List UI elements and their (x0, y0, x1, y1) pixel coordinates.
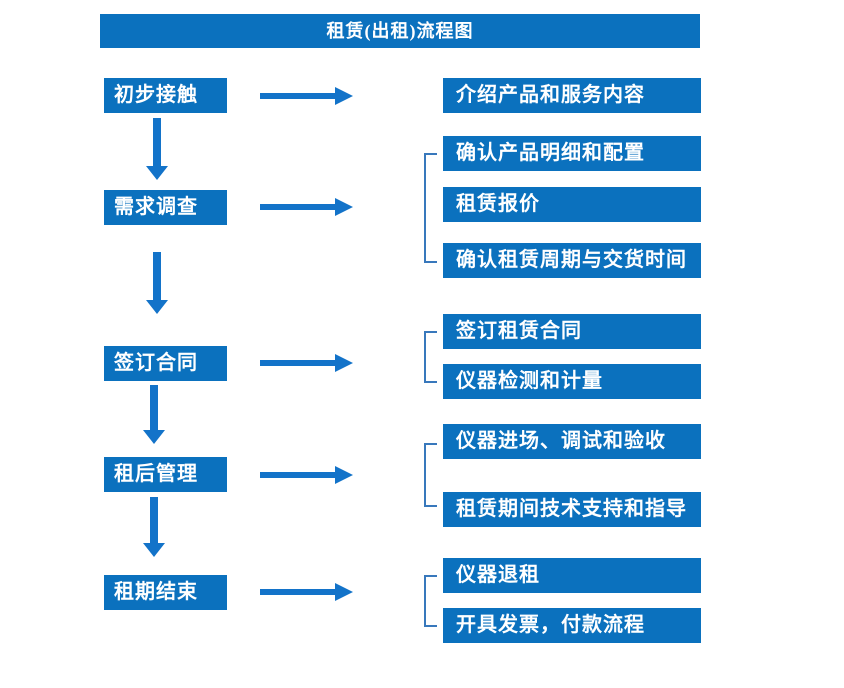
right-arrow-icon (260, 354, 353, 372)
down-arrow-icon (146, 252, 168, 314)
down-arrow-icon (143, 497, 165, 557)
detail-invoice-payment: 开具发票，付款流程 (443, 608, 701, 643)
detail-confirm-product-config: 确认产品明细和配置 (443, 136, 701, 171)
step-sign-contract: 签订合同 (104, 346, 227, 381)
detail-instrument-entry-acceptance: 仪器进场、调试和验收 (443, 424, 701, 459)
detail-technical-support: 租赁期间技术支持和指导 (443, 492, 701, 527)
group-bracket (424, 575, 437, 627)
group-bracket (424, 153, 437, 263)
detail-confirm-period-delivery: 确认租赁周期与交货时间 (443, 243, 701, 278)
step-post-rental-management: 租后管理 (104, 457, 227, 492)
right-arrow-icon (260, 87, 353, 105)
step-initial-contact: 初步接触 (104, 78, 227, 113)
right-arrow-icon (260, 466, 353, 484)
step-demand-survey: 需求调查 (104, 190, 227, 225)
flowchart-title: 租赁(出租)流程图 (100, 14, 700, 48)
step-rental-end: 租期结束 (104, 575, 227, 610)
right-arrow-icon (260, 583, 353, 601)
down-arrow-icon (143, 385, 165, 444)
right-arrow-icon (260, 198, 353, 216)
detail-sign-rental-contract: 签订租赁合同 (443, 314, 701, 349)
detail-instrument-return: 仪器退租 (443, 558, 701, 593)
detail-introduce-products-services: 介绍产品和服务内容 (443, 78, 701, 113)
group-bracket (424, 331, 437, 383)
down-arrow-icon (146, 118, 168, 180)
group-bracket (424, 443, 437, 507)
detail-rental-quotation: 租赁报价 (443, 187, 701, 222)
detail-instrument-testing-metering: 仪器检测和计量 (443, 364, 701, 399)
